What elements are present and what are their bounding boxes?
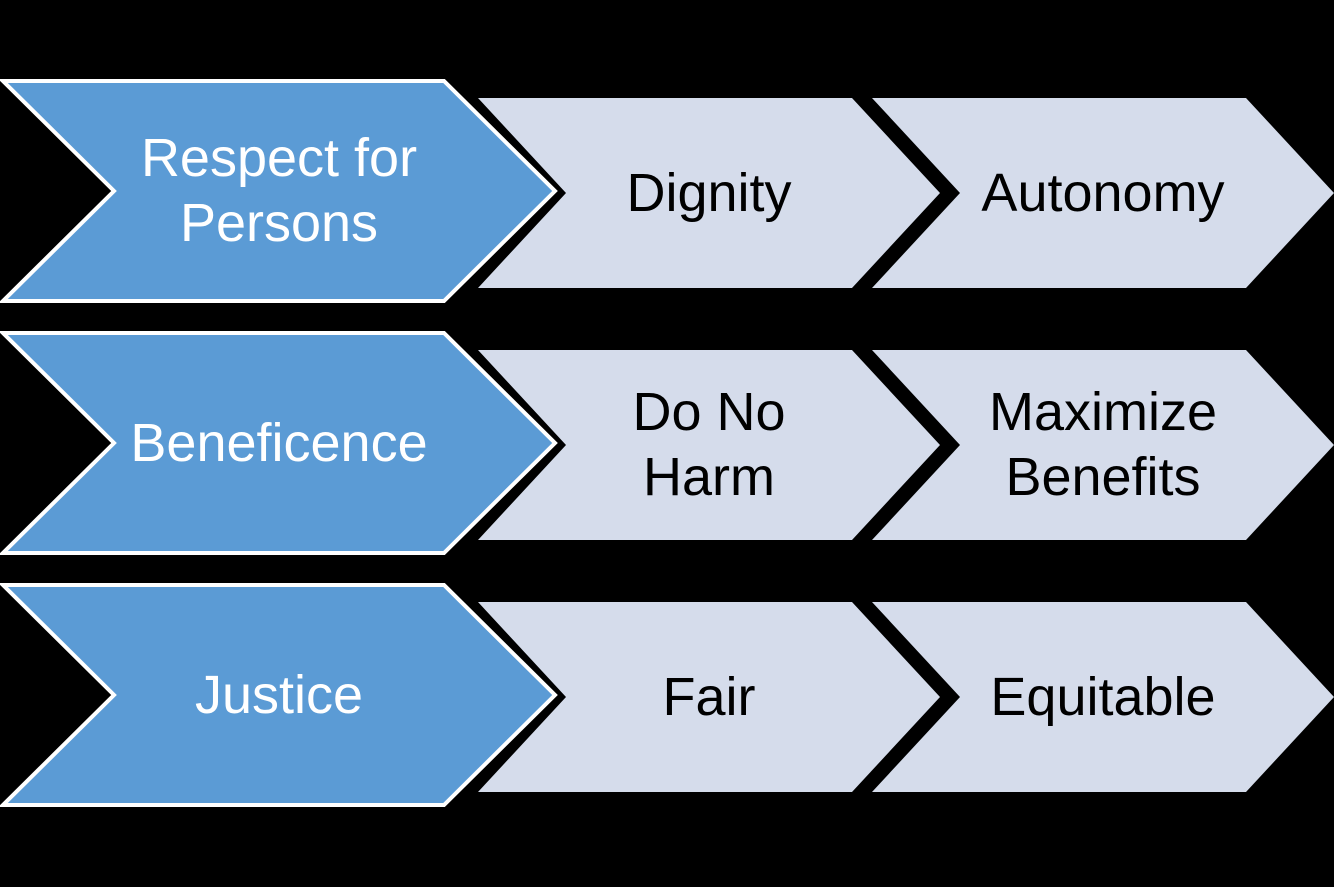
principle-label-text: Justice xyxy=(194,664,364,725)
value-label: Fair xyxy=(478,602,940,792)
chevron-shape-icon xyxy=(478,98,940,288)
principle-label-text: Respect for Persons xyxy=(140,128,418,253)
chevron-value-equitable: Equitable xyxy=(872,602,1334,792)
chevron-shape-icon xyxy=(0,331,558,555)
chevron-shape-icon xyxy=(872,602,1334,792)
principle-label: Beneficence xyxy=(0,331,558,555)
chevron-value-do-no-harm: Do No Harm xyxy=(478,350,940,540)
chevron-shape-icon xyxy=(478,350,940,540)
principle-label-text: Beneficence xyxy=(130,412,428,473)
value-label-text: Dignity xyxy=(626,162,792,223)
principle-label: Respect for Persons xyxy=(0,79,558,303)
value-label-text: Fair xyxy=(662,666,756,727)
chevron-principle-beneficence: Beneficence xyxy=(0,331,558,555)
value-label-text: Equitable xyxy=(990,666,1216,727)
chevron-value-autonomy: Autonomy xyxy=(872,98,1334,288)
value-label-text: Maximize Benefits xyxy=(988,382,1218,507)
chevron-value-maximize-benefits: Maximize Benefits xyxy=(872,350,1334,540)
value-label: Maximize Benefits xyxy=(872,350,1334,540)
value-label: Dignity xyxy=(478,98,940,288)
chevron-shape-icon xyxy=(0,79,558,303)
value-label: Autonomy xyxy=(872,98,1334,288)
principle-label: Justice xyxy=(0,583,558,807)
chevron-shape-icon xyxy=(872,350,1334,540)
chevron-principle-respect-for-persons: Respect for Persons xyxy=(0,79,558,303)
value-label-text: Do No Harm xyxy=(632,382,786,507)
value-label-text: Autonomy xyxy=(981,162,1225,223)
chevron-principle-justice: Justice xyxy=(0,583,558,807)
chevron-shape-icon xyxy=(872,98,1334,288)
chevron-shape-icon xyxy=(0,583,558,807)
value-label: Do No Harm xyxy=(478,350,940,540)
chevron-value-fair: Fair xyxy=(478,602,940,792)
chevron-shape-icon xyxy=(478,602,940,792)
chevron-value-dignity: Dignity xyxy=(478,98,940,288)
value-label: Equitable xyxy=(872,602,1334,792)
